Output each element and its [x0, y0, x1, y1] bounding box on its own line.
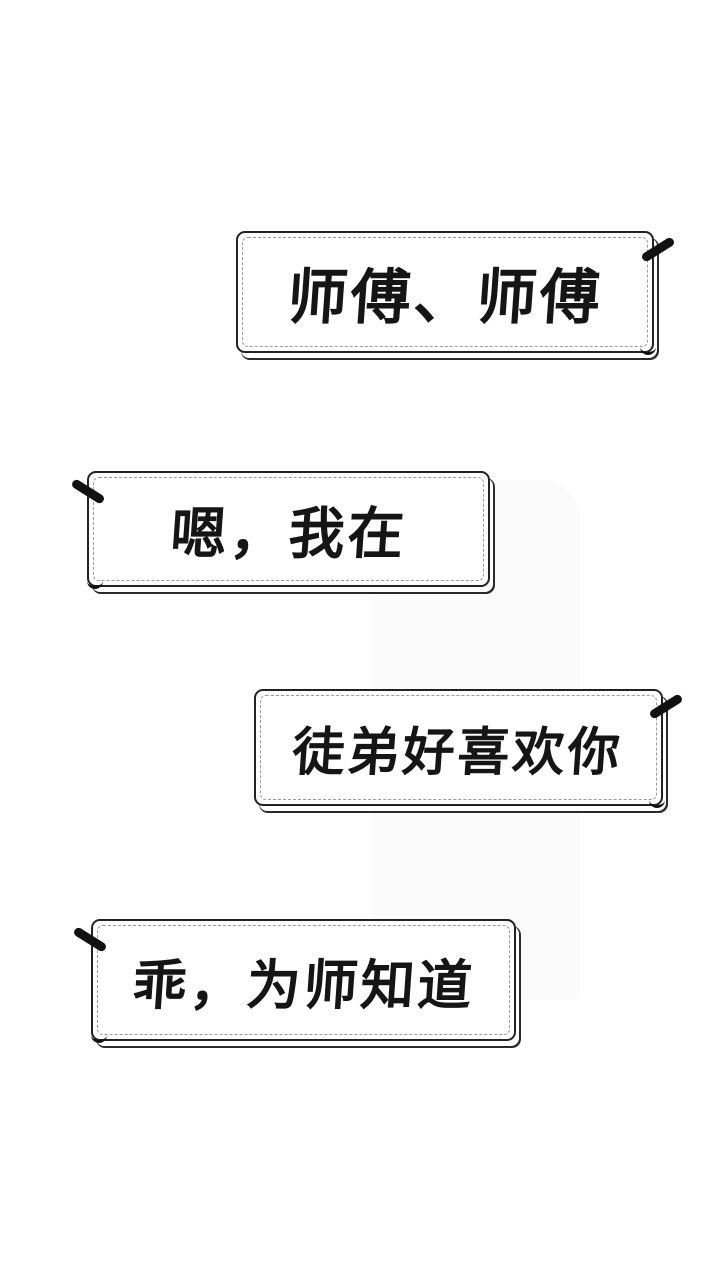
message-text: 嗯，我在 — [167, 500, 409, 567]
chat-bubble-right: 师傅、师傅 — [236, 231, 656, 355]
paper-curl — [87, 564, 103, 589]
chat-bubble-left: 嗯，我在 — [87, 471, 490, 589]
message-text: 乖，为师知道 — [129, 952, 477, 1017]
chat-bubble-right: 徒弟好喜欢你 — [254, 689, 665, 808]
message-text: 徒弟好喜欢你 — [291, 722, 626, 783]
message-text: 师傅、师傅 — [284, 262, 605, 333]
paper-curl — [91, 1018, 107, 1043]
chat-bubble-left: 乖，为师知道 — [91, 919, 516, 1043]
paper-curl — [640, 330, 656, 355]
paper-curl — [649, 783, 665, 808]
